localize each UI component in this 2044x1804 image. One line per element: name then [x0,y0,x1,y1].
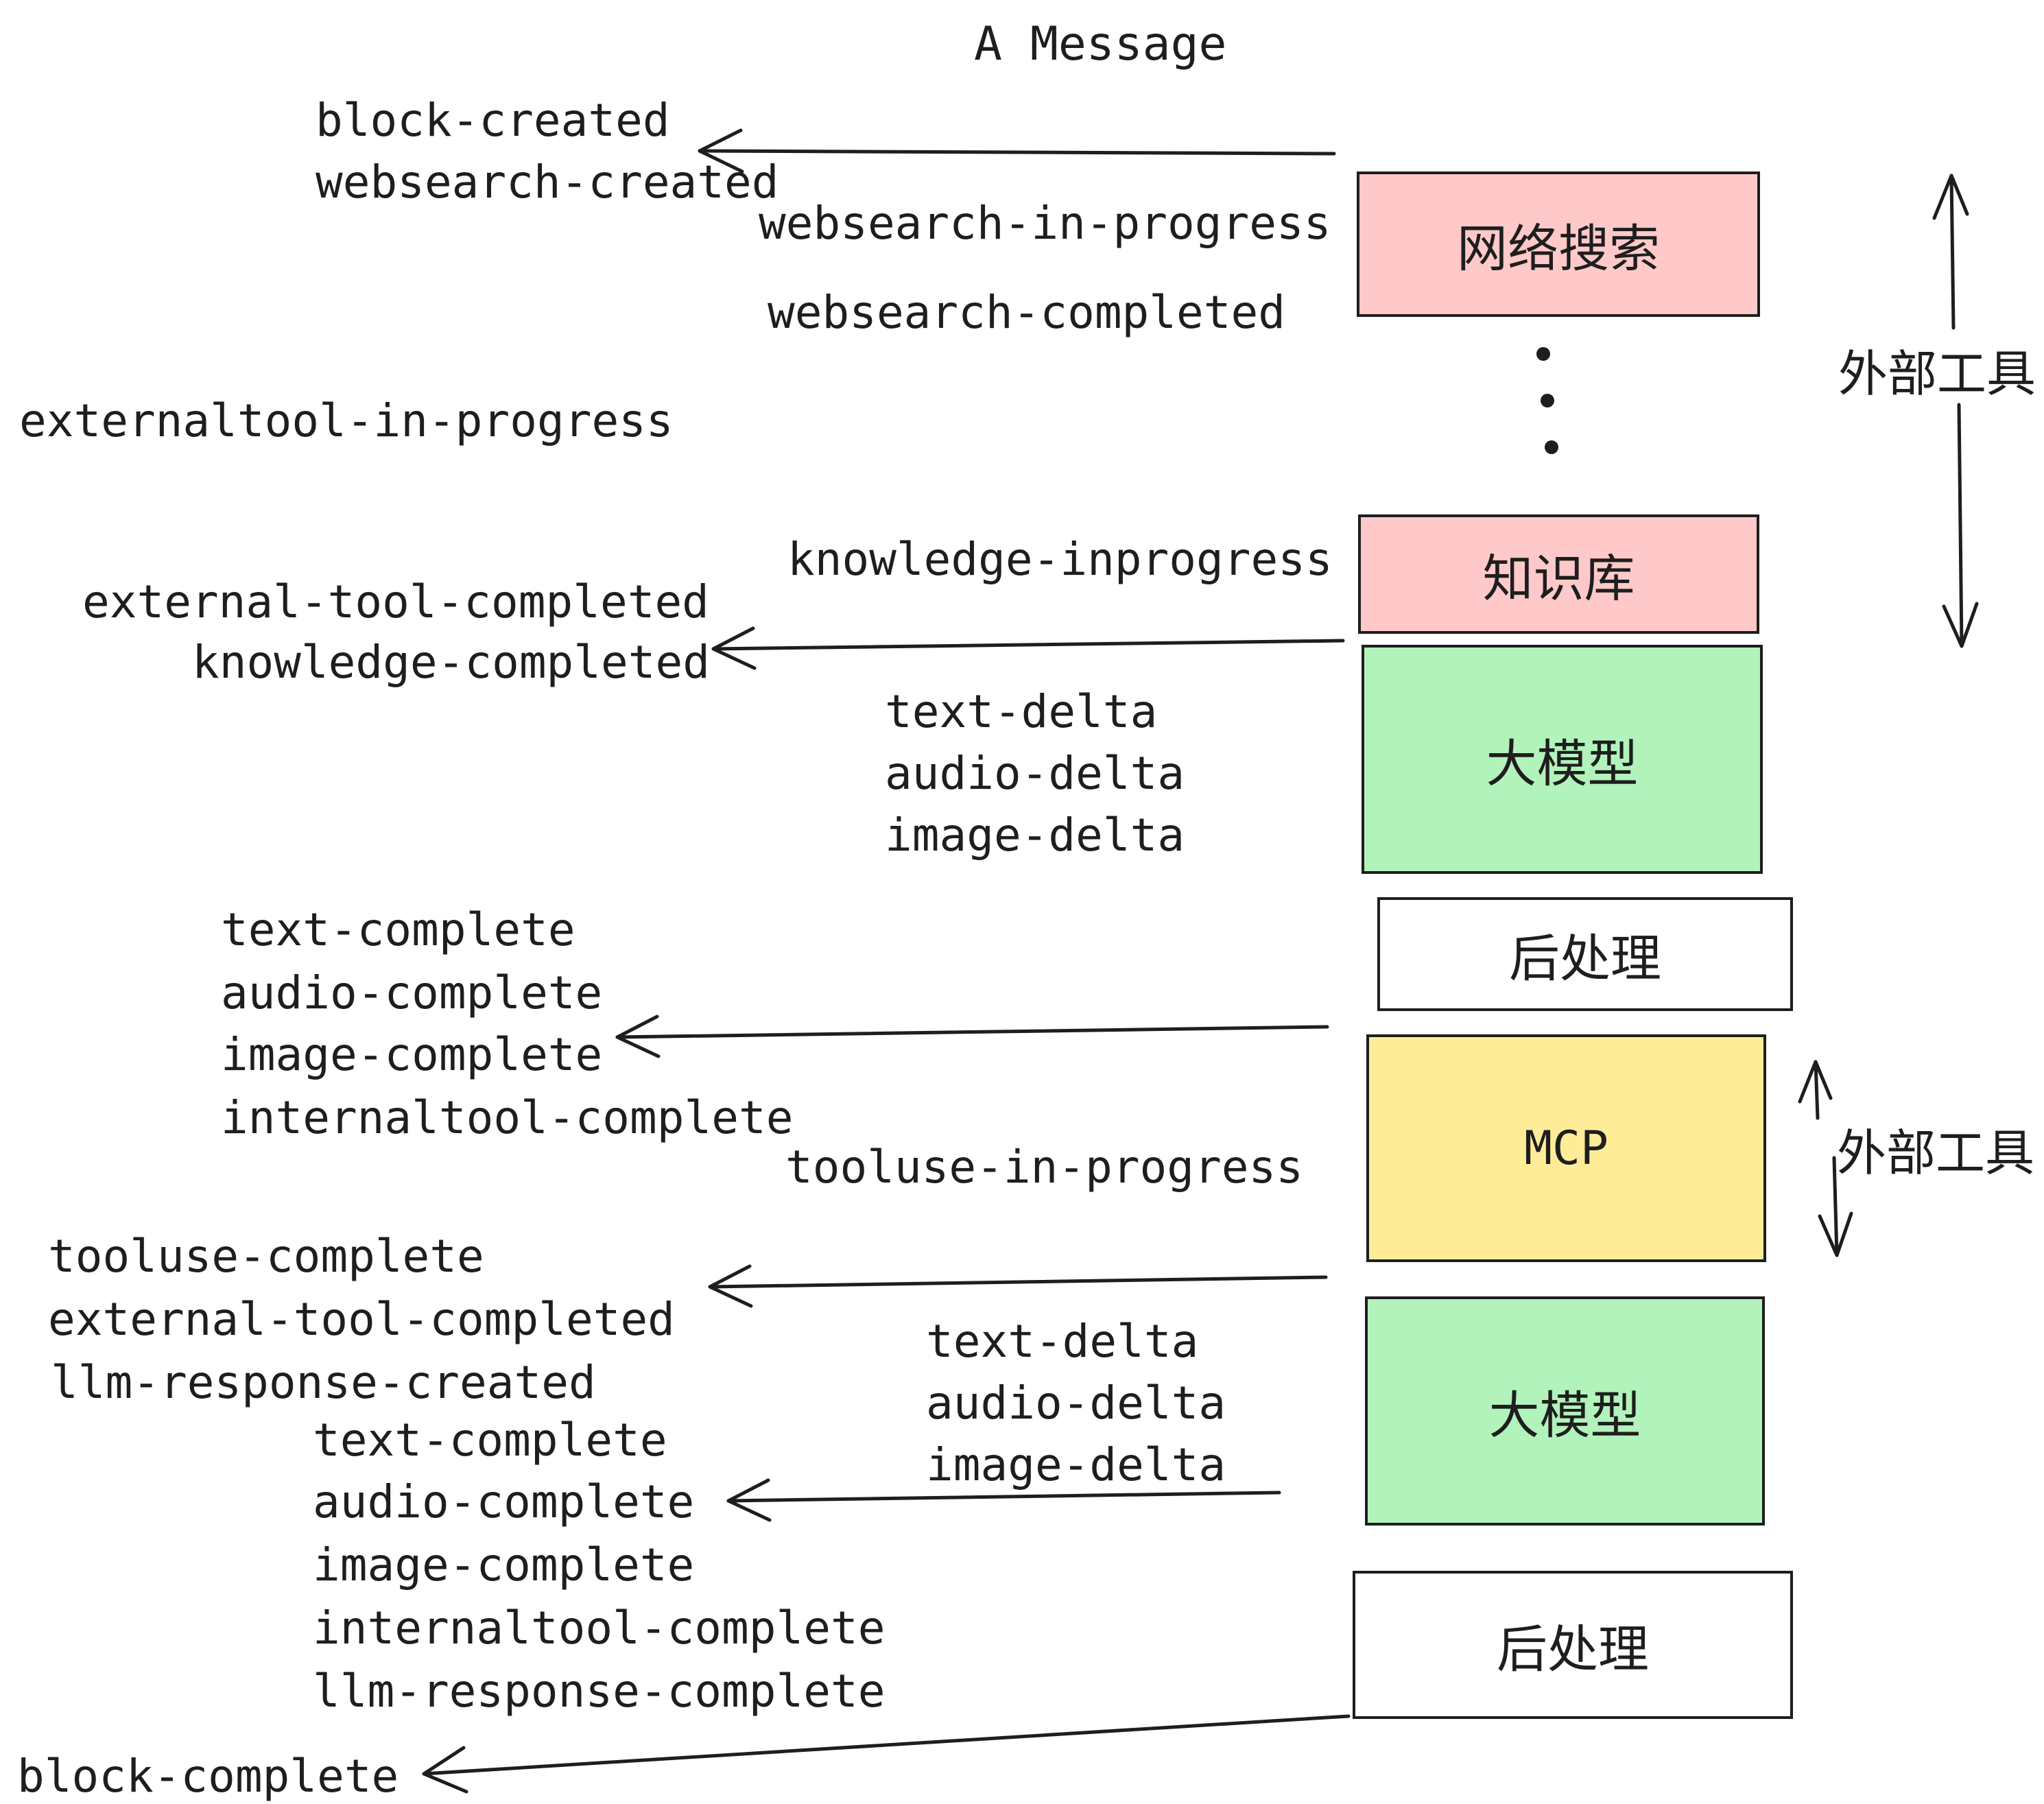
event-knowledge-completed: knowledge-completed [192,636,710,689]
external-tool-down-arrow [1942,403,1979,648]
box-post-top-label: 后处理 [1509,929,1661,988]
box-knowledge: 知识库 [1358,514,1759,634]
side-label-external-tool-mcp: 外部工具 [1837,1124,2035,1182]
box-websearch: 网络搜索 [1357,171,1760,317]
event-knowledge-inprogress: knowledge-inprogress [787,533,1333,586]
diagram-title: A Message [974,17,1227,71]
event-image-complete-2: image-complete [313,1539,695,1591]
event-audio-complete-1: audio-complete [221,966,603,1019]
event-audio-complete-2: audio-complete [313,1475,695,1528]
event-image-delta-2: image-delta [926,1438,1226,1491]
event-tooluse-complete: tooluse-complete [48,1230,484,1283]
event-text-delta-1: text-delta [885,685,1158,738]
arrow-to-tooluse-complete [708,1264,1328,1308]
box-websearch-label: 网络搜索 [1457,219,1660,278]
box-llm-top: 大模型 [1362,645,1763,874]
arrow-to-image-complete [615,1014,1329,1058]
box-post-processing-bottom: 后处理 [1353,1571,1793,1719]
box-post-processing-top: 后处理 [1377,897,1793,1011]
event-audio-delta-2: audio-delta [926,1377,1226,1429]
event-image-delta-1: image-delta [885,809,1185,862]
event-external-tool-completed-1: external-tool-completed [82,575,709,628]
side-label-external-tool-top: 外部工具 [1838,345,2036,403]
event-externaltool-in-progress: externaltool-in-progress [19,394,674,447]
event-internaltool-complete-2: internaltool-complete [313,1602,886,1654]
event-tooluse-in-progress: tooluse-in-progress [785,1141,1303,1194]
box-llm-top-label: 大模型 [1486,734,1639,794]
box-mcp-label: MCP [1524,1121,1608,1176]
box-post-bottom-label: 后处理 [1497,1619,1649,1679]
event-image-complete-1: image-complete [221,1028,603,1081]
box-mcp: MCP [1366,1034,1766,1262]
arrow-to-knowledge-completed [711,626,1345,670]
event-text-complete-2: text-complete [313,1414,667,1467]
event-websearch-created: websearch-created [316,156,779,209]
ellipsis-dots [1536,347,1558,454]
arrow-to-block-complete [422,1714,1351,1794]
box-knowledge-label: 知识库 [1482,549,1635,608]
arrow-to-websearch-created [698,128,1336,174]
event-llm-response-created: llm-response-created [51,1356,596,1409]
event-websearch-completed: websearch-completed [768,286,1285,339]
box-llm-bottom: 大模型 [1365,1296,1765,1526]
event-block-complete: block-complete [17,1750,399,1803]
mcp-external-tool-up-arrow [1798,1060,1833,1120]
event-websearch-in-progress: websearch-in-progress [759,197,1331,250]
event-internaltool-complete-1: internaltool-complete [221,1091,794,1144]
event-audio-delta-1: audio-delta [885,747,1185,800]
external-tool-up-arrow [1932,174,1969,330]
event-text-delta-2: text-delta [926,1315,1199,1368]
event-llm-response-complete: llm-response-complete [313,1665,886,1718]
event-block-created: block-created [316,94,670,147]
event-text-complete-1: text-complete [221,903,575,956]
box-llm-bottom-label: 大模型 [1488,1386,1641,1445]
event-external-tool-completed-2: external-tool-completed [48,1293,675,1346]
